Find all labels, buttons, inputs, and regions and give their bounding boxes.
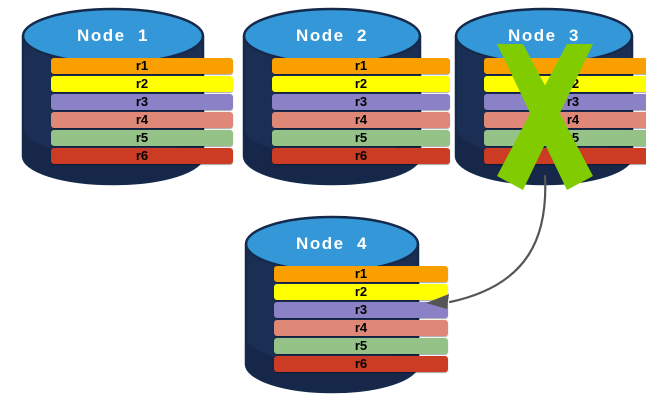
node-2-row-r1-label: r1 [354,58,368,73]
node-4-row-r6-label: r6 [354,356,368,371]
node-2-row-r3[interactable]: r3 [272,94,450,110]
node-1-row-r4-label: r4 [135,112,149,127]
node-3-row-r4[interactable]: r4 [484,112,646,128]
node-2[interactable]: Node 2 r1 r2 r3 r4 r5 r6 [242,7,450,186]
node-1-row-r5-label: r5 [135,130,149,145]
node-4-row-r2[interactable]: r2 [274,284,448,300]
node-2-row-r5[interactable]: r5 [272,130,450,146]
node-4-row-r4-label: r4 [354,320,368,335]
node-4-row-r6[interactable]: r6 [274,356,448,372]
node-4-rows: r1 r2 r3 r4 r5 r6 [245,266,477,374]
node-4-row-r1-label: r1 [354,266,368,281]
node-1-row-r1[interactable]: r1 [51,58,233,74]
node-4-row-r3-label: r3 [354,302,368,317]
node-3-row-r6-label: r6 [566,148,580,163]
node-2-row-r6[interactable]: r6 [272,148,450,164]
node-1-row-r3-label: r3 [135,94,149,109]
node-1-row-r4[interactable]: r4 [51,112,233,128]
node-3[interactable]: Node 3 r1 r2 r3 r4 r5 r6 [454,7,646,186]
node-1-row-r6-label: r6 [135,148,149,163]
node-1-row-r6[interactable]: r6 [51,148,233,164]
node-3-row-r5-label: r5 [566,130,580,145]
node-4[interactable]: Node 4 r1 r2 r3 r4 r5 r6 [244,215,448,394]
node-3-row-r4-label: r4 [566,112,580,127]
node-3-row-r2[interactable]: r2 [484,76,646,92]
node-2-row-r2-label: r2 [354,76,368,91]
node-4-row-r1[interactable]: r1 [274,266,448,282]
node-2-row-r4-label: r4 [354,112,368,127]
node-2-row-r6-label: r6 [354,148,368,163]
node-1-row-r5[interactable]: r5 [51,130,233,146]
node-1-row-r2-label: r2 [135,76,149,91]
node-1-rows: r1 r2 r3 r4 r5 r6 [22,58,262,166]
node-3-row-r2-label: r2 [566,76,580,91]
node-1-row-r1-label: r1 [135,58,149,73]
node-2-row-r1[interactable]: r1 [272,58,450,74]
node-2-rows: r1 r2 r3 r4 r5 r6 [243,58,479,166]
node-2-row-r5-label: r5 [354,130,368,145]
node-4-row-r3[interactable]: r3 [274,302,448,318]
node-3-row-r3-label: r3 [566,94,580,109]
node-2-row-r3-label: r3 [354,94,368,109]
node-3-row-r5[interactable]: r5 [484,130,646,146]
node-3-row-r3[interactable]: r3 [484,94,646,110]
node-3-row-r1[interactable]: r1 [484,58,646,74]
node-1-row-r3[interactable]: r3 [51,94,233,110]
node-4-row-r5[interactable]: r5 [274,338,448,354]
node-2-row-r2[interactable]: r2 [272,76,450,92]
node-3-row-r6[interactable]: r6 [484,148,646,164]
node-2-row-r4[interactable]: r4 [272,112,450,128]
node-3-rows: r1 r2 r3 r4 r5 r6 [455,58,646,166]
node-4-row-r2-label: r2 [354,284,368,299]
node-4-row-r5-label: r5 [354,338,368,353]
node-1-row-r2[interactable]: r2 [51,76,233,92]
node-3-row-r1-label: r1 [566,58,580,73]
node-1[interactable]: Node 1 r1 r2 r3 r4 r5 r6 [21,7,233,186]
node-4-row-r4[interactable]: r4 [274,320,448,336]
